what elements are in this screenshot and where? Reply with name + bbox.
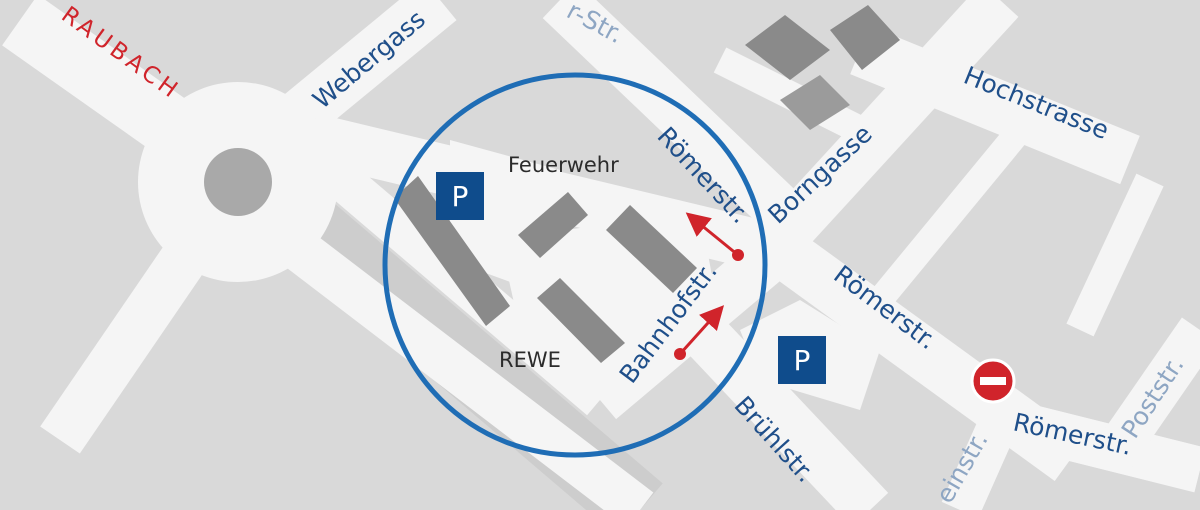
building-north-1 [745, 15, 830, 80]
direction-arrow-icon [685, 212, 744, 261]
buildings [394, 5, 900, 363]
parking-label-2: P [794, 344, 811, 377]
building-feuerwehr [518, 192, 588, 258]
building-rewe-store [537, 278, 625, 363]
road-side-1 [869, 121, 1031, 309]
building-north-2 [830, 5, 900, 70]
building-north-3 [780, 75, 850, 130]
poi-label-rewe: REWE [499, 348, 561, 372]
road-side-2 [1066, 173, 1164, 337]
highlight-circle [382, 72, 768, 458]
road-steinstr [941, 411, 1019, 510]
parking-sign-2 [778, 336, 826, 384]
road-borngasse [761, 0, 1019, 257]
parking-sign-1 [436, 172, 484, 220]
parking-icon[interactable]: P [436, 172, 484, 220]
road-south-main [266, 217, 654, 510]
road-southwest [40, 236, 210, 454]
parking-icon[interactable]: P [778, 336, 826, 384]
building-center-right [606, 205, 697, 293]
road-poststr [1091, 317, 1200, 473]
parking-label-1: P [452, 180, 469, 213]
no-entry-icon [970, 358, 1016, 404]
poi-label-feuerwehr: Feuerwehr [508, 153, 619, 177]
building-rewe-long [394, 176, 510, 326]
roundabout-icon [138, 82, 338, 282]
direction-arrow-icon [674, 305, 725, 360]
road-hochstrasse [850, 25, 1140, 185]
road-bruehlstr [681, 312, 889, 510]
